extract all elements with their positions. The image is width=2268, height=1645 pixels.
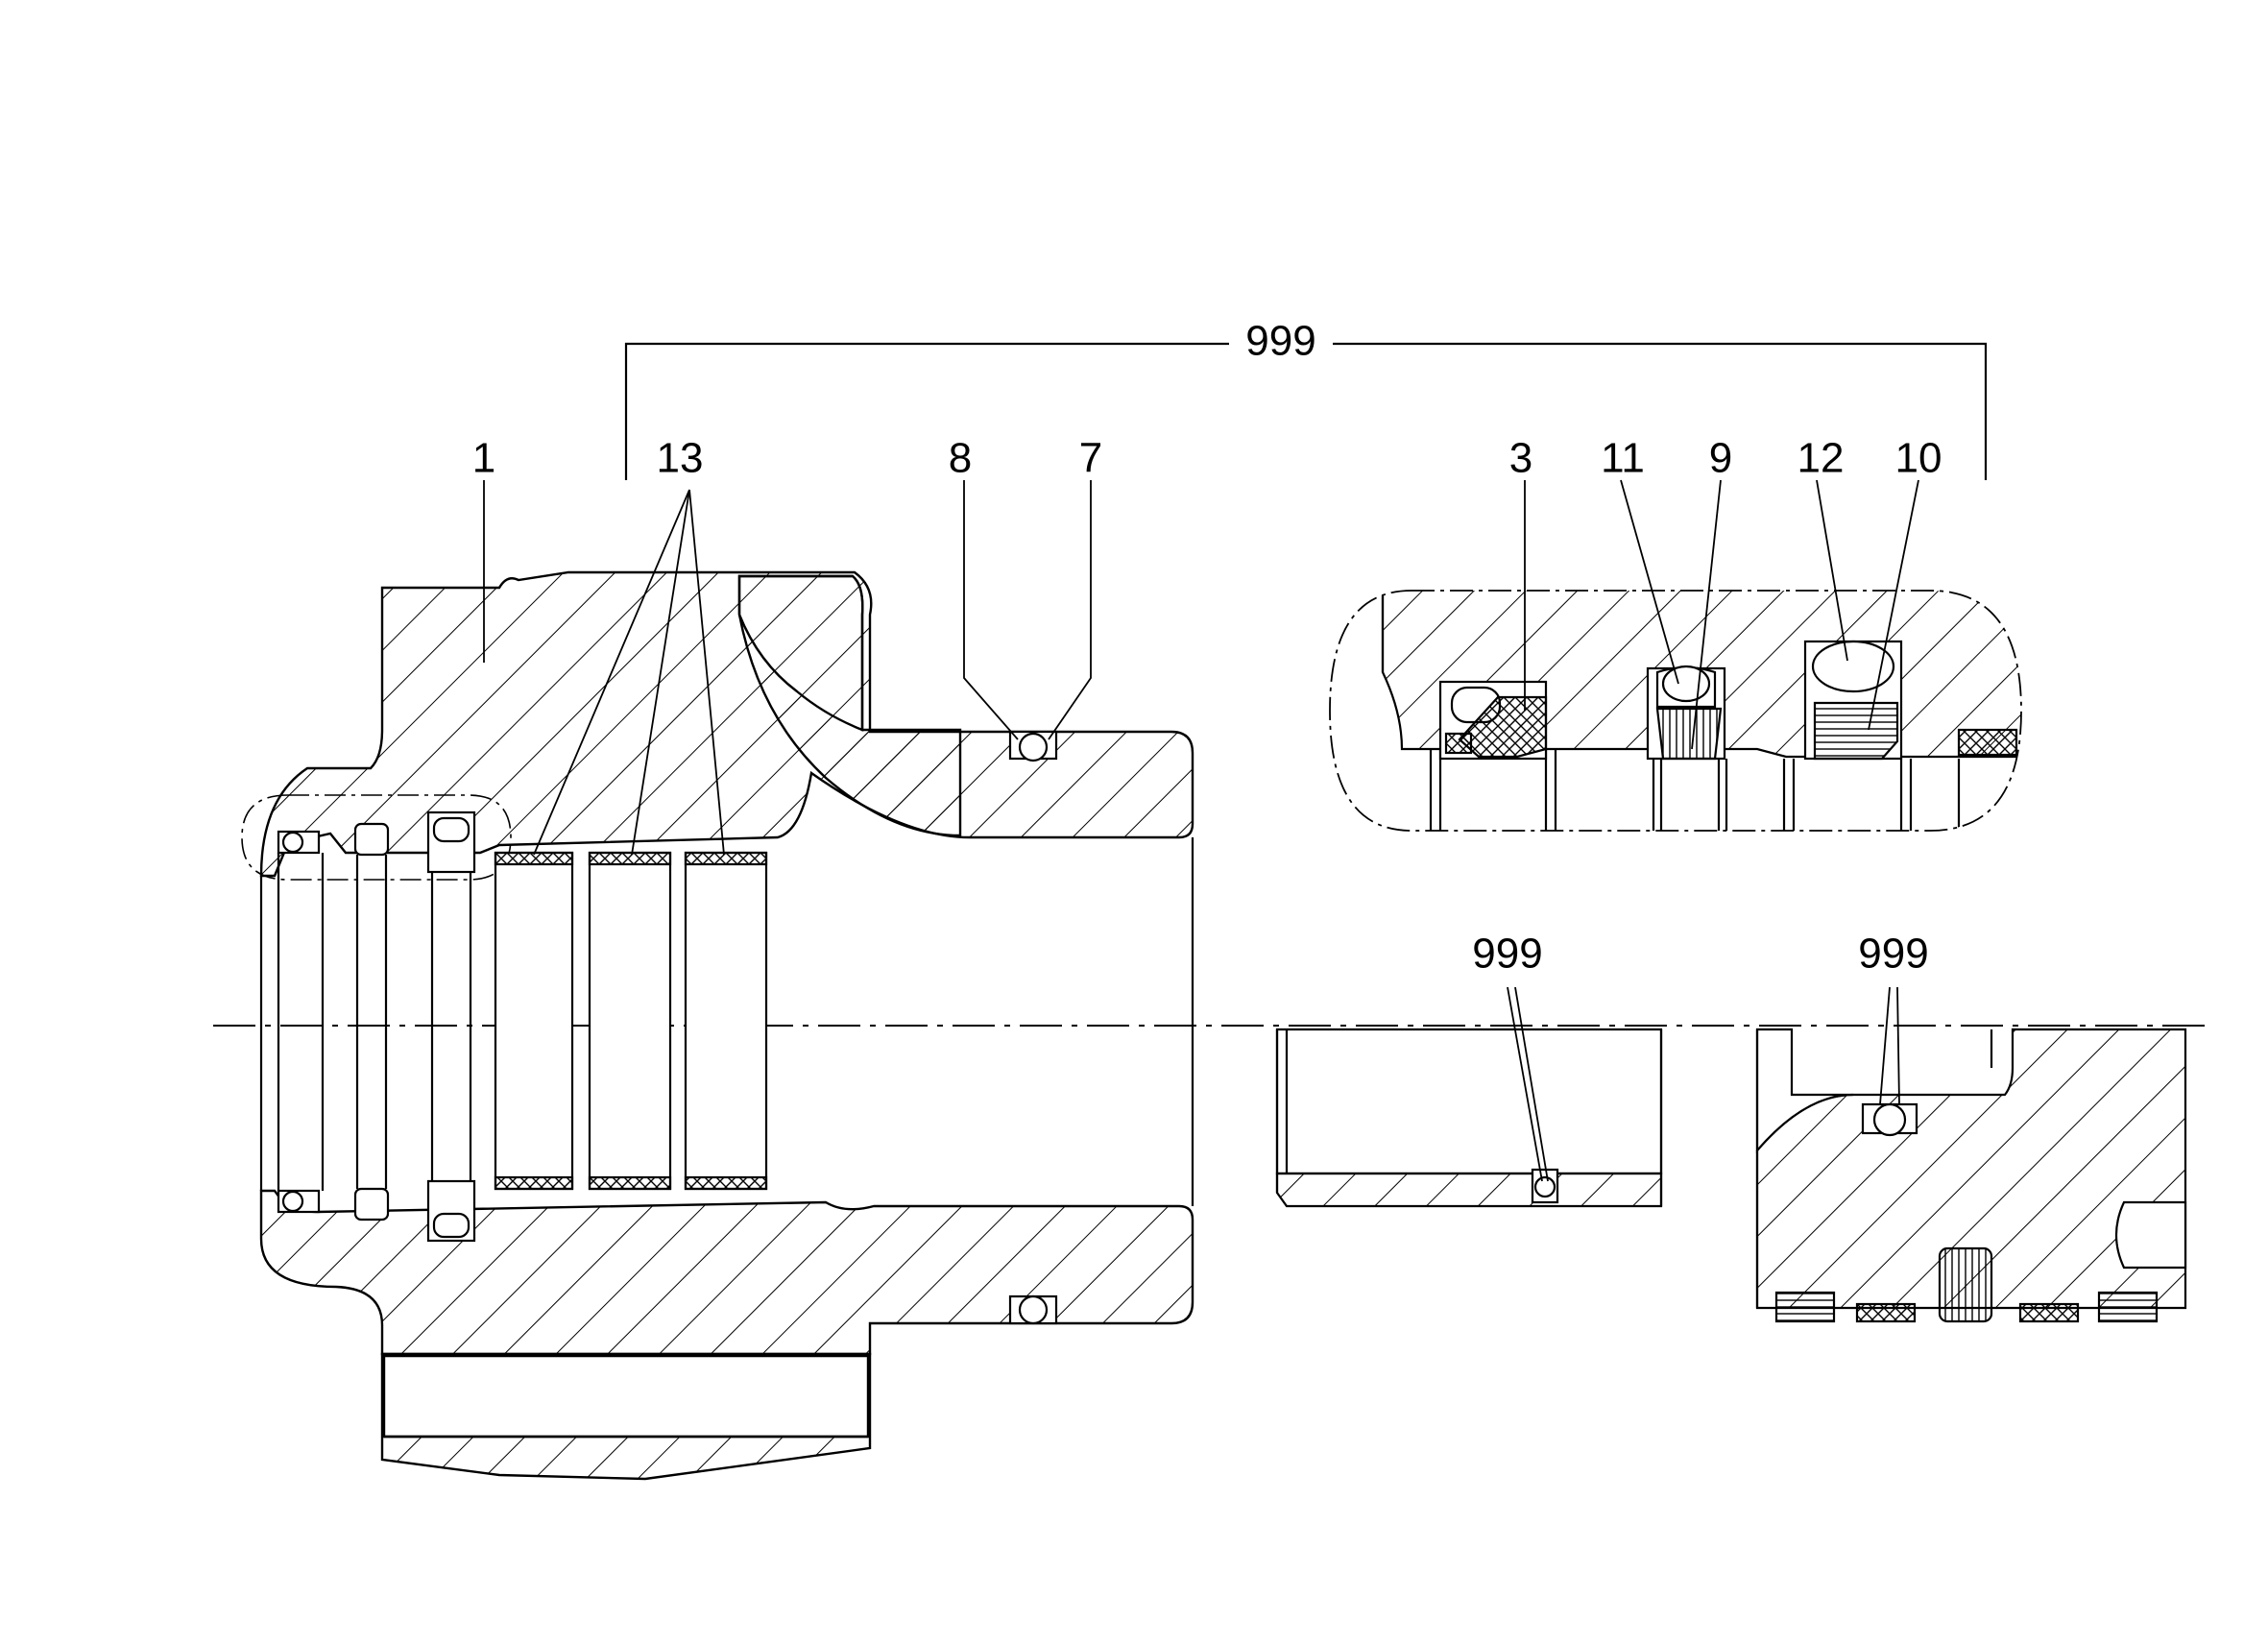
section-view-right [1755, 1028, 2187, 1323]
detail-marker-left [241, 794, 512, 881]
label-part-1: 1 [472, 435, 495, 482]
housing-bore [259, 837, 1194, 1206]
label-part-3: 3 [1509, 435, 1532, 482]
label-part-7: 7 [1079, 435, 1102, 482]
oring-groove-top [1008, 730, 1058, 762]
label-kit-999-left: 999 [1472, 931, 1542, 978]
housing-seals-left [277, 810, 476, 1243]
label-part-10: 10 [1895, 435, 1942, 482]
callout-labels: 1 13 8 7 3 11 9 12 10 999 999 999 [472, 318, 1942, 978]
oring-groove-bottom [1008, 1294, 1058, 1325]
label-part-11: 11 [1601, 435, 1645, 482]
label-part-8: 8 [949, 435, 972, 482]
label-kit-999-top: 999 [1245, 318, 1315, 365]
label-part-13: 13 [657, 435, 704, 482]
section-view-middle [1275, 1028, 1663, 1208]
housing-body [259, 570, 1194, 1481]
leader-lines [483, 479, 1919, 1182]
detail-view-section [1335, 591, 2021, 831]
guide-rings [494, 851, 768, 1191]
label-kit-999-right: 999 [1858, 931, 1928, 978]
label-part-12: 12 [1798, 435, 1845, 482]
label-part-9: 9 [1709, 435, 1732, 482]
kit-999-bracket [624, 342, 1988, 480]
